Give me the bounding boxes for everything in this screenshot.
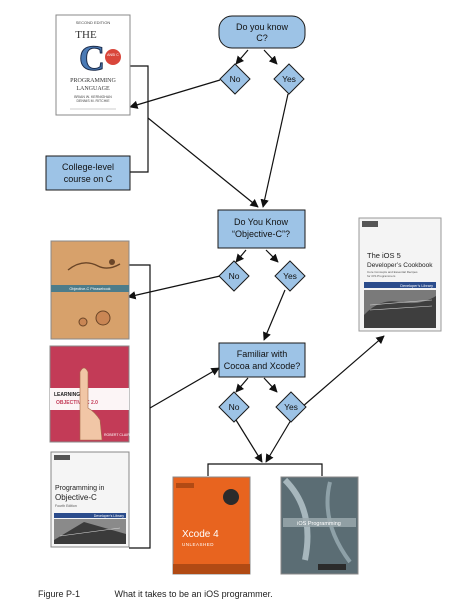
progobjc-title-2: Objective-C <box>55 493 97 502</box>
diamond-yes-2: Yes <box>274 260 306 292</box>
cookbook-subtitle-2: for iOS Programmers <box>367 274 396 278</box>
node-college-course: College-level course on C <box>45 155 131 191</box>
bracket-bottom-books <box>207 463 323 476</box>
arrow-yes3-to-bottom <box>265 419 292 463</box>
arrow-yes1-to-knowobjc <box>260 93 289 208</box>
diamond-yes-3-label: Yes <box>284 402 298 412</box>
cbook-ansi-badge <box>105 49 121 65</box>
diamond-no-2-label: No <box>229 271 240 281</box>
cookbook-series: Developer’s Library <box>400 284 433 288</box>
arrow-knowobjc-to-no2 <box>235 249 247 263</box>
cbook-title-2: LANGUAGE <box>76 86 110 92</box>
arrow-no3-to-bottom <box>235 419 263 463</box>
cbook-ansi: ANSI C <box>107 53 119 57</box>
figure-caption-text: What it takes to be an iOS programmer. <box>114 589 273 599</box>
figure-caption: Figure P-1 What it takes to be an iOS pr… <box>38 589 273 599</box>
node-familiar-line1: Familiar with <box>237 349 288 359</box>
phrasebook-title: Objective-C Phrasebook <box>69 287 110 291</box>
cookbook-title-2: Developer’s Cookbook <box>367 262 433 269</box>
arrow-familiar-to-yes3 <box>263 377 278 393</box>
book-ios5-cookbook: The iOS 5 Developer’s Cookbook Core Conc… <box>358 217 442 332</box>
iosprog-title: iOS Programming <box>297 521 341 527</box>
connectors <box>127 49 385 549</box>
book-c-programming-language: SECOND EDITION THE C ANSI C PROGRAMMING … <box>55 14 131 116</box>
diamond-yes-3: Yes <box>275 391 307 423</box>
node-college-course-line1: College-level <box>62 162 114 172</box>
node-familiar-line2: Cocoa and Xcode? <box>224 361 301 371</box>
arrow-familiar-to-no3 <box>235 377 249 393</box>
node-know-objc-line2: “Objective-C”? <box>232 229 290 239</box>
cookbook-title-1: The iOS 5 <box>367 251 401 260</box>
diamond-no-3: No <box>218 391 250 423</box>
arrow-knowc-to-no1 <box>235 49 249 65</box>
node-know-c-line1: Do you know <box>236 22 289 32</box>
progobjc-edition: Fourth Edition <box>55 504 77 508</box>
progobjc-series: Developer’s Library <box>94 514 124 518</box>
bracket-objc-books <box>129 264 151 549</box>
bracket-cbook-course <box>130 65 149 173</box>
cbook-title-1: PROGRAMMING <box>70 78 116 84</box>
arrow-objcbooks-to-familiar <box>149 367 220 409</box>
node-know-c-line2: C? <box>256 33 268 43</box>
book-ios-programming: iOS Programming <box>280 476 359 575</box>
diamond-yes-2-label: Yes <box>283 271 297 281</box>
cbook-author-2: DENNIS M. RITCHIE <box>76 99 110 103</box>
arrow-knowc-to-yes1 <box>263 49 278 65</box>
cbook-letter: C <box>79 38 105 78</box>
figure-number: Figure P-1 <box>38 589 81 599</box>
arrow-no1-to-cbook <box>129 79 221 109</box>
diamond-no-1: No <box>219 63 251 95</box>
diamond-yes-1: Yes <box>273 63 305 95</box>
arrow-knowobjc-to-yes2 <box>265 249 279 263</box>
diamond-no-3-label: No <box>229 402 240 412</box>
diamond-no-2: No <box>218 260 250 292</box>
arrow-yes2-to-familiar <box>263 289 286 341</box>
node-know-c: Do you know C? <box>218 15 306 49</box>
diamond-yes-1-label: Yes <box>282 74 296 84</box>
node-familiar-cocoa: Familiar with Cocoa and Xcode? <box>218 342 306 378</box>
book-programming-objc: Programming in Objective-C Fourth Editio… <box>50 451 130 548</box>
book-xcode4-unleashed: Xcode 4 UNLEASHED <box>172 476 251 575</box>
node-know-objc-line1: Do You Know <box>234 217 289 227</box>
xcode4-title: Xcode 4 <box>182 529 219 540</box>
learning-title-1: LEARNING <box>54 392 80 398</box>
cbook-author-1: BRIAN W. KERNIGHAN <box>74 95 112 99</box>
arrow-yes3-to-cookbook <box>301 335 385 408</box>
flowchart: Do you know C? No Yes College-level cour… <box>45 14 442 575</box>
learning-title-2: OBJECTIVE-C 2.0 <box>56 400 98 406</box>
book-objc-phrasebook: Objective-C Phrasebook <box>50 240 130 340</box>
progobjc-title-1: Programming in <box>55 485 105 492</box>
cbook-edition: SECOND EDITION <box>76 20 111 25</box>
diamond-no-1-label: No <box>230 74 241 84</box>
xcode4-subtitle: UNLEASHED <box>182 542 214 547</box>
book-learning-objc: LEARNING OBJECTIVE-C 2.0 ROBERT CLAIR <box>49 345 130 443</box>
cookbook-subtitle-1: Core Concepts and Essential Recipes <box>367 270 418 274</box>
arrow-course-to-knowobjc <box>147 117 259 208</box>
node-know-objc: Do You Know “Objective-C”? <box>217 209 306 249</box>
arrow-no2-to-books <box>127 275 221 300</box>
node-college-course-line2: course on C <box>64 174 113 184</box>
cbook-the: THE <box>75 29 97 41</box>
learning-author: ROBERT CLAIR <box>104 433 130 437</box>
